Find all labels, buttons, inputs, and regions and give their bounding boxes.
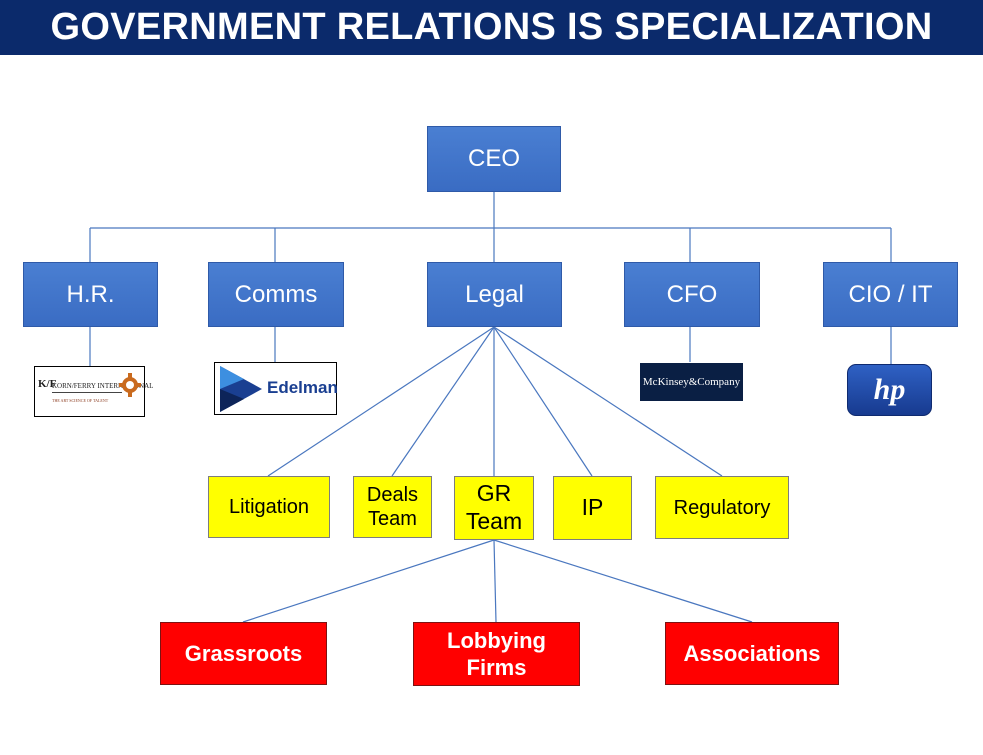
korn-ferry-logo: K/F KORN/FERRY INTERNATIONAL THE ART SCI…	[34, 366, 153, 417]
korn-ferry-mark: K/F	[38, 378, 57, 390]
gr-associations-line	[493, 539, 753, 623]
comms-box: Comms	[208, 262, 344, 327]
mckinsey-logo: McKinsey&Company	[640, 363, 743, 401]
slide-title: GOVERNMENT RELATIONS IS SPECIALIZATION	[50, 6, 933, 48]
gr-team-box: GR Team	[454, 476, 534, 540]
gear-icon	[119, 373, 141, 397]
lobbying-firms-box: Lobbying Firms	[413, 622, 580, 686]
korn-ferry-tagline: THE ART SCIENCE OF TALENT	[52, 398, 109, 403]
title-bar: GOVERNMENT RELATIONS IS SPECIALIZATION	[0, 0, 983, 55]
gr-grassroots-line	[242, 539, 495, 623]
korn-ferry-name: KORN/FERRY INTERNATIONAL	[52, 382, 154, 390]
legal-regulatory-line	[493, 326, 723, 477]
edelman-mark-icon	[220, 366, 262, 412]
cfo-box: CFO	[624, 262, 760, 327]
deals-team-box: Deals Team	[353, 476, 432, 538]
gr-lobbying-line	[493, 539, 497, 623]
legal-deals-line	[391, 326, 495, 477]
edelman-wordmark: Edelman	[267, 378, 338, 397]
hp-logo: hp	[847, 364, 932, 416]
cio-box: CIO / IT	[823, 262, 958, 327]
litigation-box: Litigation	[208, 476, 330, 538]
associations-box: Associations	[665, 622, 839, 685]
legal-litigation-line	[267, 326, 495, 477]
ip-box: IP	[553, 476, 632, 540]
ceo-box: CEO	[427, 126, 561, 192]
hr-box: H.R.	[23, 262, 158, 327]
legal-box: Legal	[427, 262, 562, 327]
edelman-logo: Edelman	[214, 362, 338, 415]
korn-ferry-rule	[52, 392, 122, 393]
regulatory-box: Regulatory	[655, 476, 789, 539]
legal-ip-line	[493, 326, 593, 477]
hp-wordmark: hp	[873, 373, 906, 406]
grassroots-box: Grassroots	[160, 622, 327, 685]
